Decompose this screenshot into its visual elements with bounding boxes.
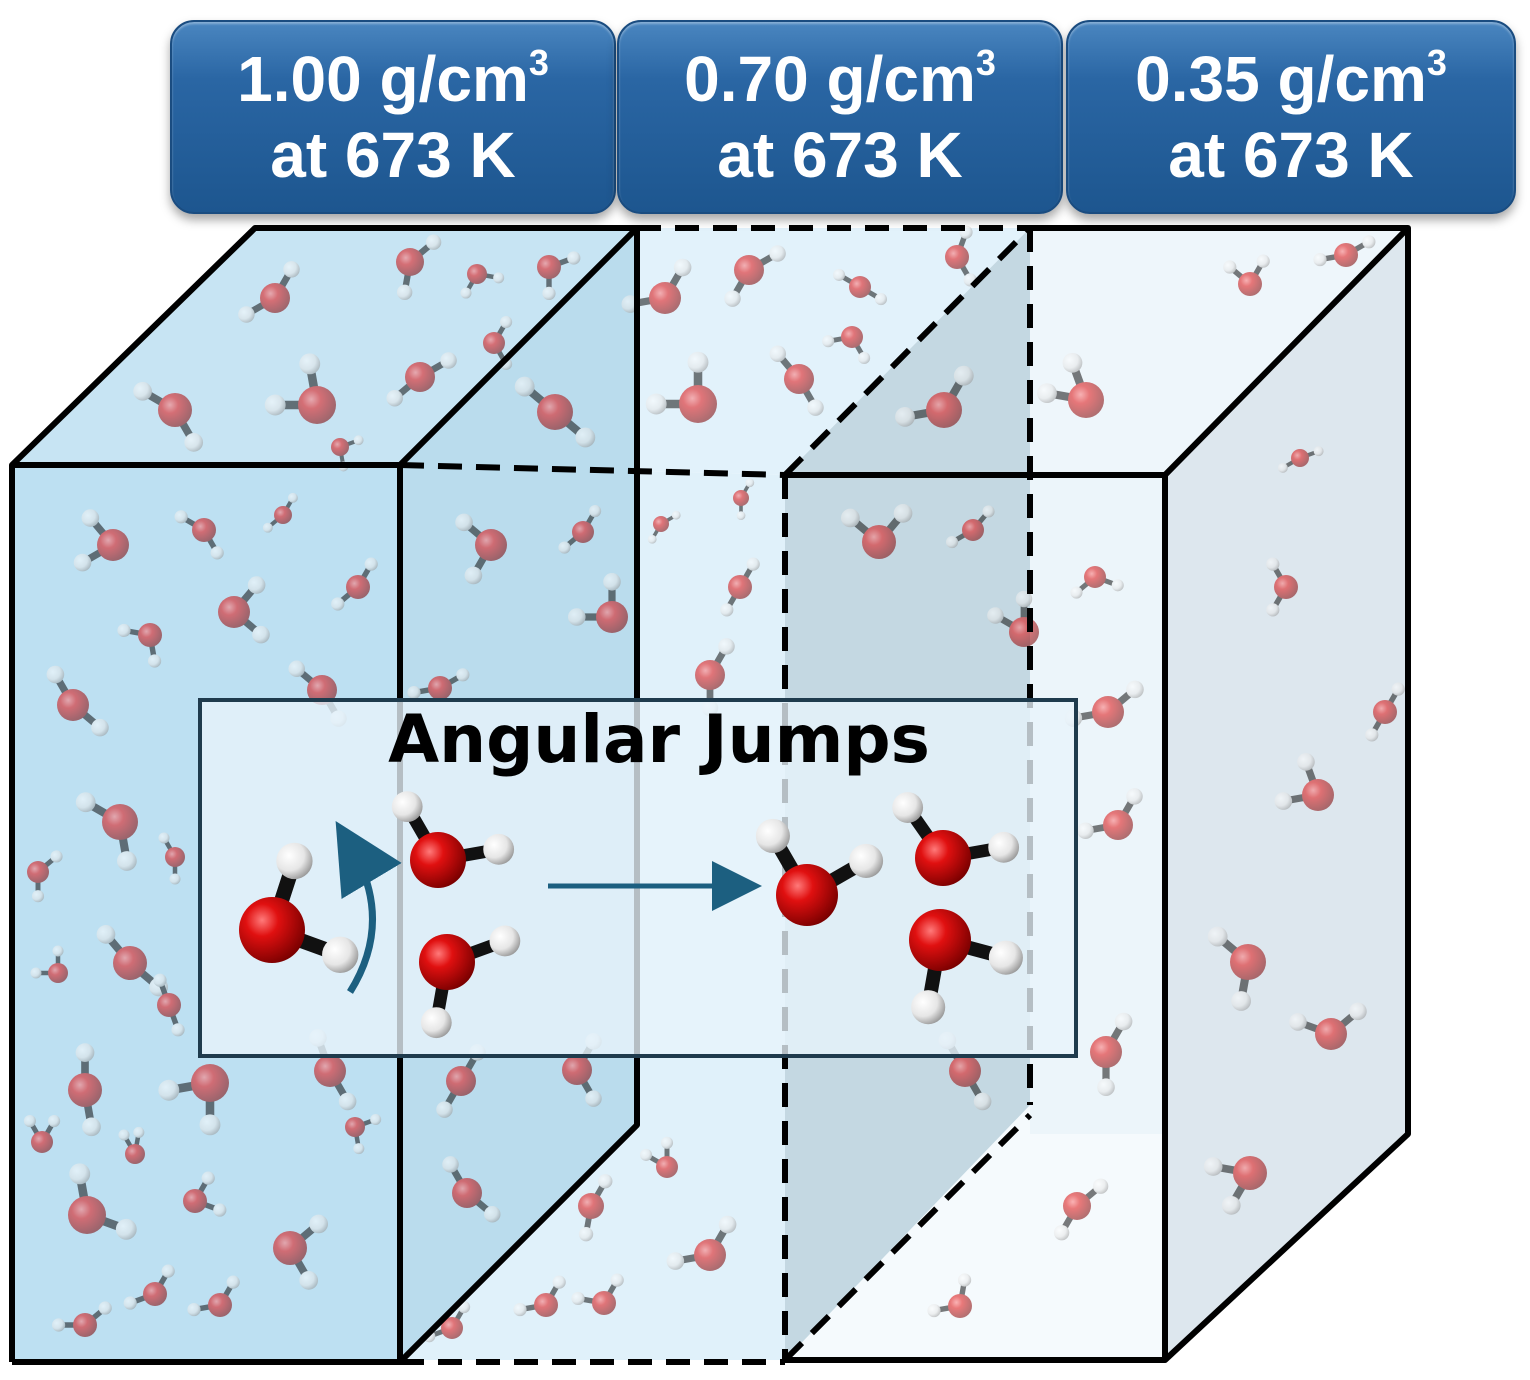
background-water-molecule [571,1273,624,1315]
neighbor-water-molecule [419,925,521,1039]
background-water-molecule [945,225,977,287]
inset-water-molecules [239,791,1023,1039]
background-water-molecule [23,1114,61,1153]
background-water-molecule [238,261,300,323]
background-water-molecule [345,1113,382,1155]
background-water-molecule [840,503,913,559]
background-water-molecule [331,557,378,611]
background-water-molecule [153,973,185,1037]
background-water-molecule [1037,352,1104,418]
background-water-molecule [183,1171,227,1217]
temperature-label: at 673 K [1168,119,1414,191]
density-value: 0.35 g/cm [1135,43,1427,115]
background-water-molecule [558,504,602,554]
background-water-molecule [273,1214,329,1290]
rotating-water-molecule [239,842,359,973]
background-water-molecule [513,1275,566,1317]
temperature-label: at 673 K [270,119,516,191]
density-label-2: 0.70 g/cm3 at 673 K [617,20,1063,214]
background-water-molecule [262,492,298,533]
background-water-molecule [27,850,63,903]
background-water-molecule [264,353,336,424]
background-water-molecule [1077,788,1143,840]
background-water-molecule [666,1215,737,1271]
background-water-molecule [1203,1156,1267,1215]
background-water-molecule [386,352,457,407]
background-water-molecule [568,573,628,633]
background-water-molecule [218,576,270,644]
background-water-molecule [1090,1012,1133,1096]
background-water-molecule [73,509,129,572]
neighbor-water-molecule [892,792,1020,886]
background-water-molecule [133,381,204,452]
background-water-molecule [1223,254,1270,296]
background-water-molecule [396,234,442,301]
density-label-1: 1.00 g/cm3 at 673 K [170,20,616,214]
background-water-molecule [68,1043,102,1137]
box3-outline [785,225,1411,1363]
background-water-molecule [578,1174,613,1242]
background-water-molecule [158,1064,229,1136]
background-water-molecule [46,665,109,737]
background-water-molecule [1266,557,1298,617]
background-water-molecule [1289,1002,1367,1050]
background-water-molecules [23,225,1405,1343]
background-water-molecule [1207,926,1266,1011]
background-water-molecule [52,1301,112,1337]
density-value: 1.00 g/cm [237,43,529,115]
background-water-molecule [123,1264,175,1310]
background-water-molecule [460,264,505,299]
unit-exponent: 3 [528,42,549,83]
background-water-molecule [68,1163,137,1240]
temperature-label: at 673 K [717,119,963,191]
background-water-molecule [647,510,681,544]
background-water-molecule [407,668,470,700]
rotation-arrow [335,820,402,994]
background-water-molecule [442,1156,501,1223]
background-water-molecule [436,1044,486,1118]
background-water-molecule [158,832,185,885]
background-water-molecule [1277,446,1324,473]
background-water-molecule [720,557,760,617]
neighbor-water-molecule [909,909,1023,1025]
background-water-molecule [1365,682,1405,742]
background-water-molecule [1313,235,1376,267]
background-water-molecule [75,792,138,871]
background-water-molecule [118,1126,145,1164]
box3-top-right-edge [1162,225,1411,478]
unit-exponent: 3 [975,42,996,83]
background-water-molecule [30,945,68,983]
density-value: 0.70 g/cm [684,43,976,115]
box1-top-right-edge [397,225,640,468]
background-water-molecule [832,268,888,306]
background-water-molecule [927,1273,972,1318]
jumped-water-molecule [755,818,884,926]
background-water-molecule [895,365,974,428]
background-water-molecule [1070,566,1124,599]
background-water-molecule [117,623,162,668]
background-water-molecule [639,1136,678,1178]
background-water-molecule [945,505,995,549]
background-water-molecule [1274,753,1334,811]
density-label-3: 0.35 g/cm3 at 673 K [1066,20,1516,214]
inset-title: Angular Jumps [388,701,930,778]
background-water-molecule [724,245,786,307]
background-water-molecule [514,376,596,448]
background-water-molecule [455,513,507,585]
background-water-molecule [1053,1178,1109,1241]
background-water-molecule [733,478,755,520]
background-water-molecule [187,1275,240,1317]
background-water-molecule [96,924,169,997]
background-water-molecule [645,351,717,423]
background-water-molecule [769,345,824,416]
unit-exponent: 3 [1426,42,1447,83]
background-water-molecule [174,510,224,560]
neighbor-water-molecule [391,791,515,888]
background-water-molecule [822,326,871,365]
background-water-molecule [537,251,581,300]
angular-jumps-inset [198,698,1078,1058]
